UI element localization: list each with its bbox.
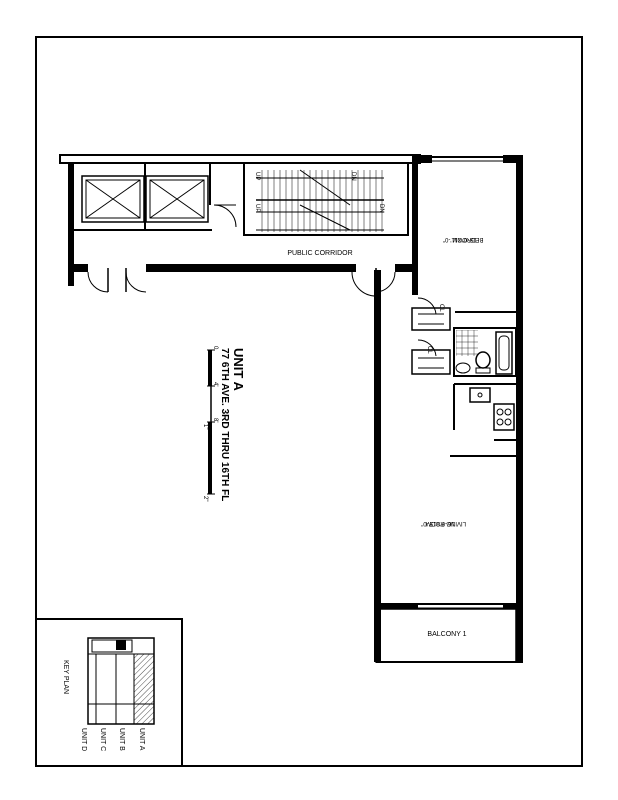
closet-label-1: CL bbox=[438, 304, 444, 312]
stair-up-label-2: UP bbox=[254, 204, 260, 212]
kitchen bbox=[450, 383, 516, 457]
bedroom-label: BEDROOM bbox=[452, 236, 483, 242]
elevator-shaft-1 bbox=[81, 175, 145, 223]
building-core bbox=[59, 154, 421, 297]
scale-tick-0: 0 bbox=[212, 346, 218, 350]
scale-tick-4ft: 4' bbox=[212, 382, 218, 386]
scale-tick-8ft: 8' bbox=[212, 418, 218, 422]
stair-flights bbox=[256, 169, 384, 231]
stair-up-label-1: UP bbox=[254, 172, 260, 180]
closet-1 bbox=[411, 297, 451, 331]
key-plan-title: KEY PLAN bbox=[62, 660, 69, 694]
stair-down-label-2: DN bbox=[378, 204, 384, 213]
key-plan-unit-d: UNIT D bbox=[80, 728, 87, 751]
living-room-label: LIVING ROOM bbox=[426, 520, 466, 526]
scale-bar bbox=[207, 349, 215, 495]
stair-treads bbox=[261, 170, 383, 232]
page-subtitle: 77 6TH AVE. 3RD THRU 16TH FL bbox=[219, 348, 230, 501]
living-room-size: 16'-0"x15'-0" bbox=[421, 520, 455, 526]
scale-tick-1in: 1" bbox=[202, 424, 208, 429]
stair-down-label-1: DN bbox=[350, 172, 356, 181]
key-plan-unit-c: UNIT C bbox=[99, 728, 106, 751]
balcony-outline bbox=[375, 608, 517, 663]
unit-a-plan bbox=[374, 155, 523, 663]
elevator-shaft-2 bbox=[145, 175, 209, 223]
closet-label-2: CL bbox=[426, 346, 432, 354]
key-plan-unit-a: UNIT A bbox=[138, 728, 145, 751]
closet-2 bbox=[411, 339, 451, 375]
bedroom-size: 15'-0"X11'-0" bbox=[443, 236, 477, 242]
page-title: UNIT A bbox=[231, 348, 246, 391]
key-plan-unit-b: UNIT B bbox=[118, 728, 125, 751]
balcony-label: BALCONY 1 bbox=[427, 631, 466, 638]
key-plan bbox=[35, 618, 183, 767]
bathroom bbox=[453, 327, 517, 377]
public-corridor-label: PUBLIC CORRIDOR bbox=[287, 250, 352, 257]
scale-tick-2in: 2" bbox=[202, 496, 208, 501]
sheet-border bbox=[35, 36, 583, 767]
